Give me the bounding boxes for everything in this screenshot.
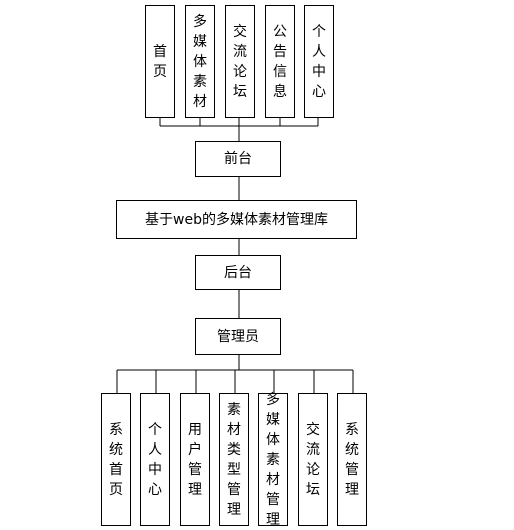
front-module-profile-label: 个人中心	[312, 23, 326, 100]
admin-module-media-label: 多媒体素材管理	[266, 391, 280, 528]
system-node-label: 基于web的多媒体素材管理库	[145, 211, 328, 228]
admin-module-forum: 交流论坛	[298, 393, 328, 526]
front-node-label: 前台	[224, 151, 252, 167]
admin-module-dashboard: 系统首页	[101, 393, 131, 526]
front-module-home: 首页	[145, 5, 175, 118]
front-module-media-label: 多媒体素材	[193, 13, 207, 110]
admin-module-system-label: 系统管理	[345, 421, 359, 498]
front-node: 前台	[195, 141, 281, 177]
front-module-notice-label: 公告信息	[273, 23, 287, 100]
admin-module-forum-label: 交流论坛	[306, 421, 320, 498]
admin-module-profile: 个人中心	[140, 393, 170, 526]
admin-node-label: 管理员	[217, 328, 259, 345]
admin-module-material-types-label: 素材类型管理	[227, 401, 241, 518]
admin-module-system: 系统管理	[337, 393, 367, 526]
front-module-home-label: 首页	[153, 43, 167, 80]
admin-module-users: 用户管理	[180, 393, 210, 526]
front-module-forum-label: 交流论坛	[233, 23, 247, 100]
front-module-media: 多媒体素材	[185, 5, 215, 118]
front-module-profile: 个人中心	[304, 5, 334, 118]
admin-module-material-types: 素材类型管理	[219, 393, 249, 526]
front-module-notice: 公告信息	[265, 5, 295, 118]
admin-module-profile-label: 个人中心	[148, 421, 162, 498]
admin-module-dashboard-label: 系统首页	[109, 421, 123, 498]
admin-node: 管理员	[195, 318, 281, 355]
admin-module-media: 多媒体素材管理	[258, 392, 288, 528]
back-node-label: 后台	[224, 264, 252, 281]
admin-module-users-label: 用户管理	[188, 421, 202, 498]
back-node: 后台	[195, 255, 281, 290]
system-node: 基于web的多媒体素材管理库	[116, 200, 357, 239]
front-module-forum: 交流论坛	[225, 5, 255, 118]
